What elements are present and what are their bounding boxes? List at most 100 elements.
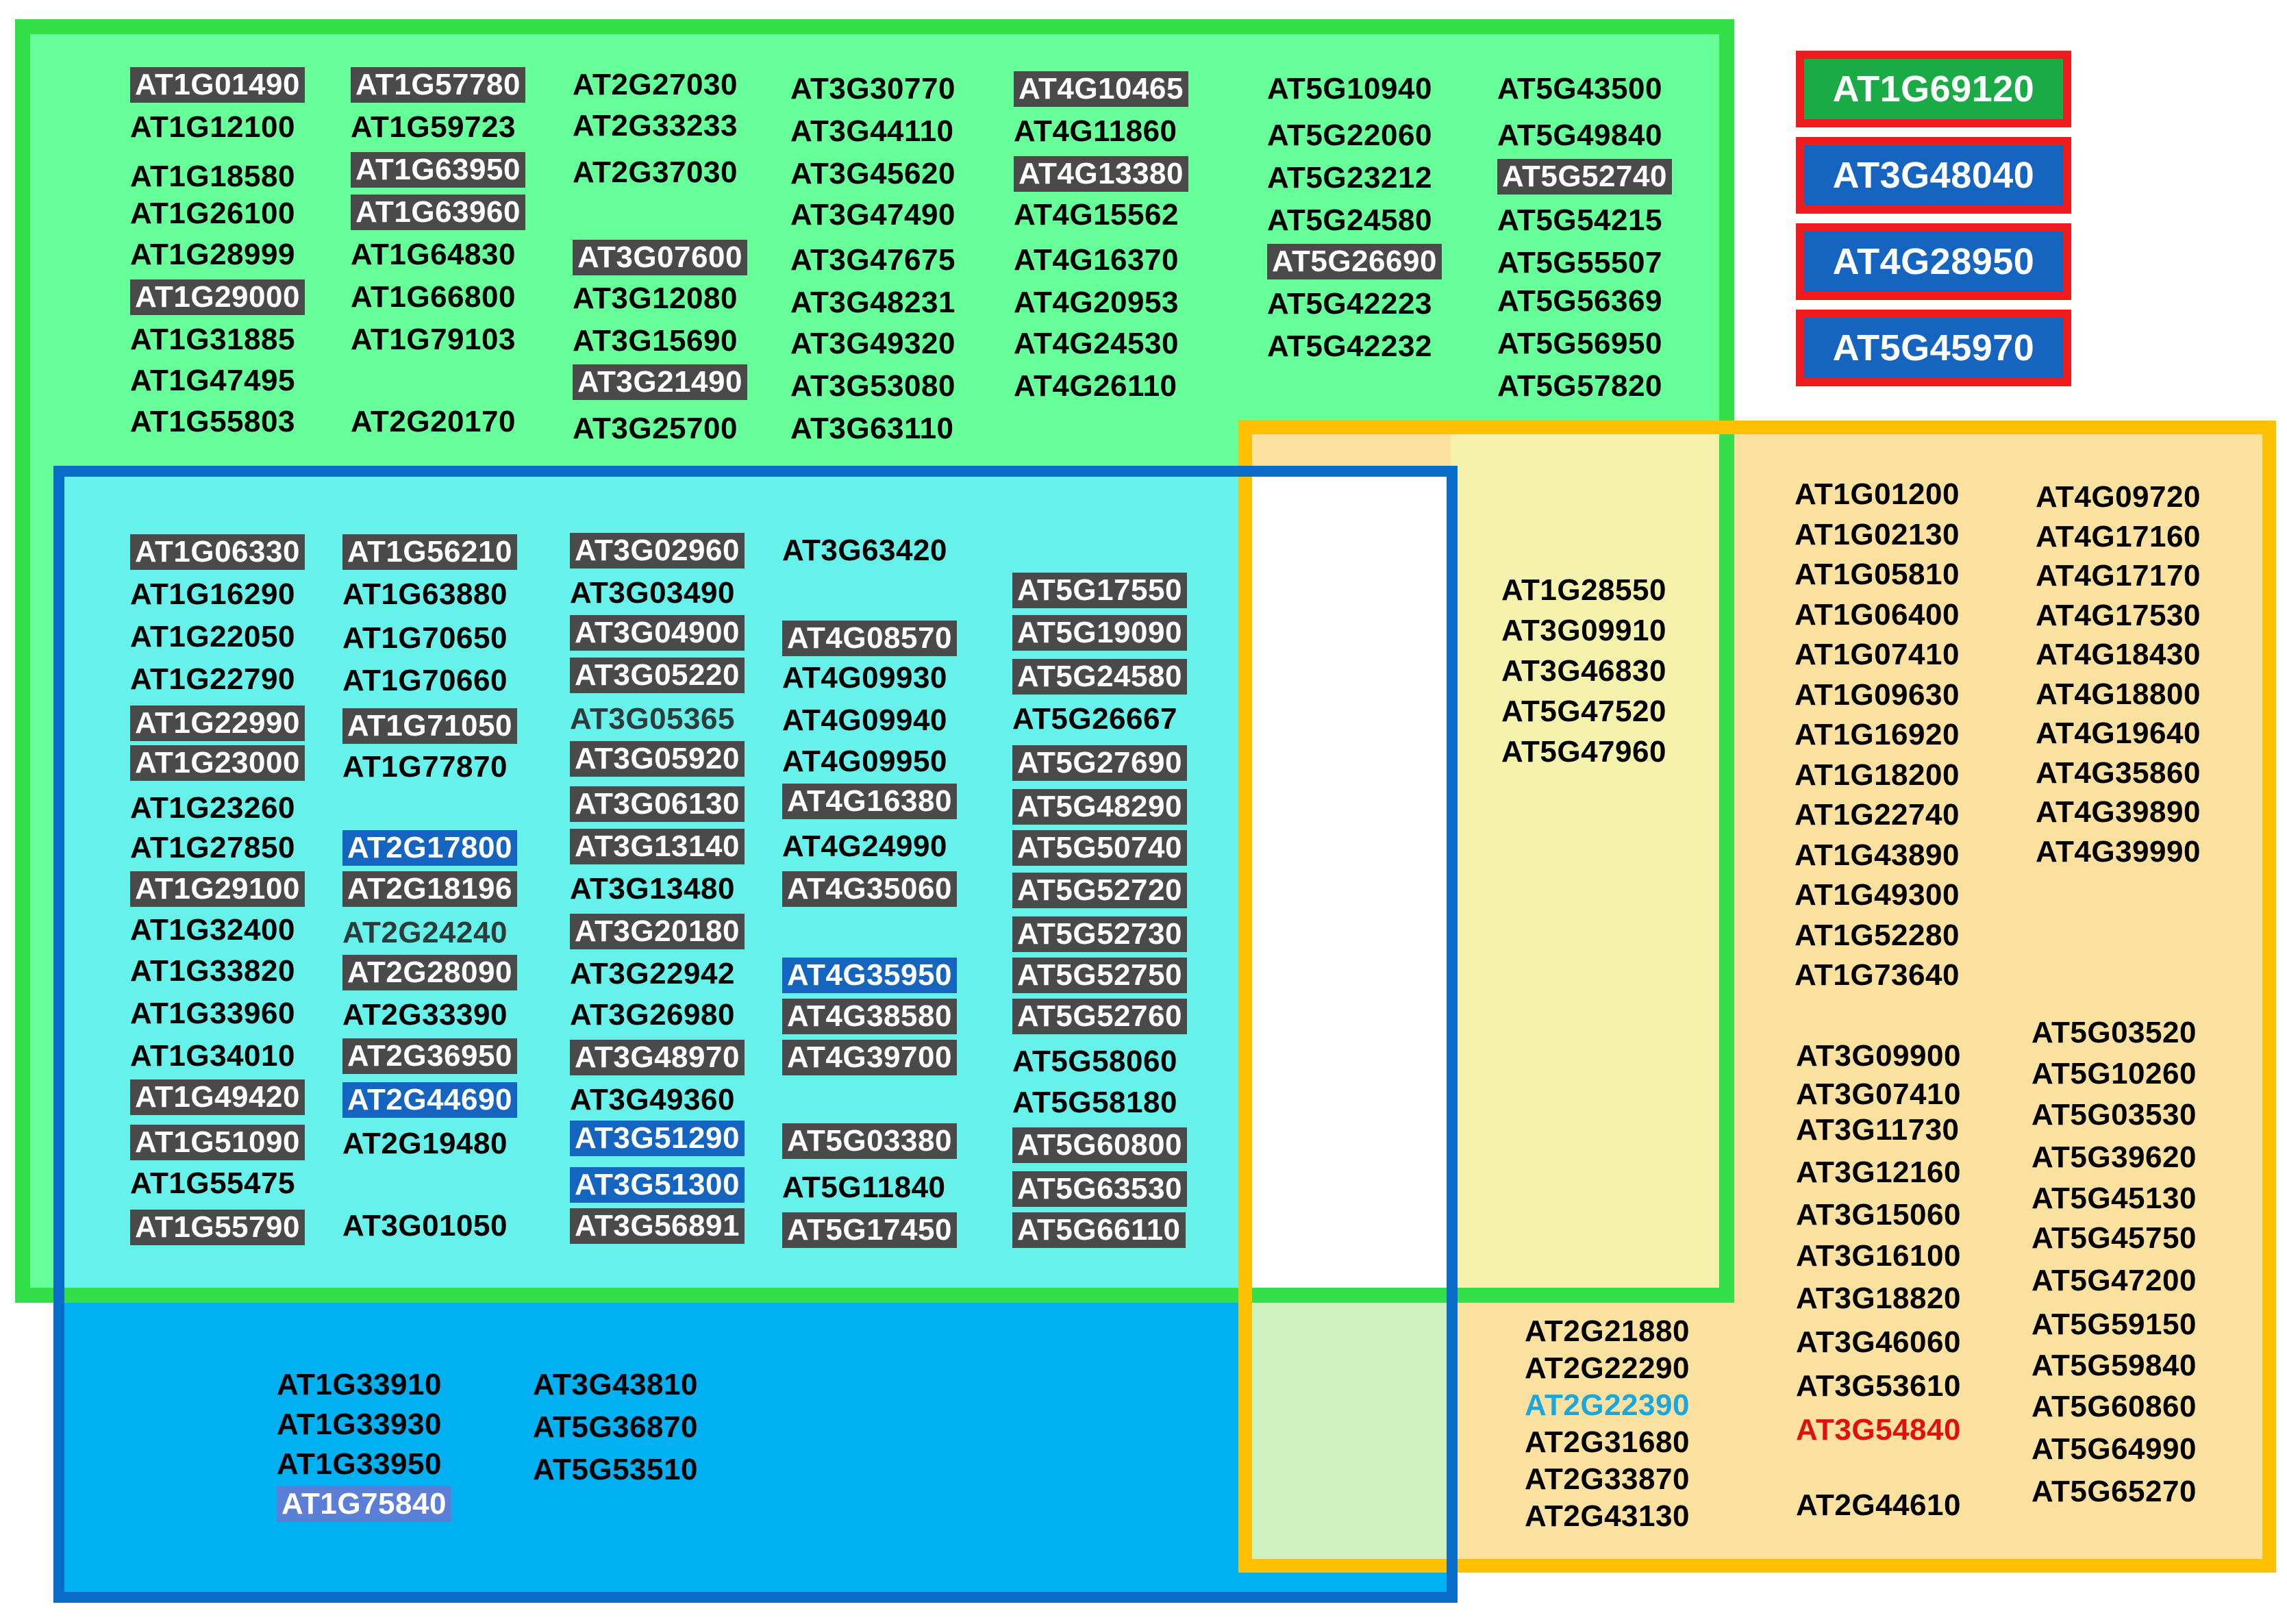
gene-label: AT1G71050 <box>342 708 517 744</box>
gene-label: AT3G02960 <box>570 533 745 569</box>
gene-label: AT1G75840 <box>277 1486 451 1522</box>
gene-label: AT3G06130 <box>570 786 745 822</box>
gene-label: AT2G44690 <box>342 1082 517 1118</box>
legend-item-label: AT4G28950 <box>1804 232 2063 292</box>
gene-label: AT1G01490 <box>130 67 305 103</box>
gene-label: AT5G47520 <box>1501 695 1666 728</box>
gene-label: AT1G06330 <box>130 534 305 570</box>
gene-label: AT2G44610 <box>1796 1488 1961 1522</box>
gene-label: AT3G09900 <box>1796 1039 1961 1073</box>
gene-label: AT3G51290 <box>570 1121 745 1156</box>
gene-label: AT2G22390 <box>1525 1388 1690 1422</box>
gene-label: AT4G19640 <box>2036 716 2201 750</box>
gene-label: AT1G22740 <box>1795 798 1960 832</box>
blue-orange-overlap-fill <box>1241 1295 1451 1569</box>
gene-label: AT1G79103 <box>351 323 516 356</box>
legend-item: AT5G45970 <box>1796 310 2071 386</box>
gene-label: AT2G22290 <box>1525 1351 1690 1385</box>
gene-label: AT2G21880 <box>1525 1314 1690 1348</box>
gene-label: AT1G63950 <box>351 152 525 188</box>
gene-label: AT5G43500 <box>1497 72 1662 105</box>
gene-label: AT4G08570 <box>782 621 957 656</box>
gene-label: AT5G17550 <box>1012 573 1187 608</box>
gene-label: AT1G26100 <box>130 197 295 230</box>
gene-label: AT5G52760 <box>1012 999 1187 1034</box>
gene-label: AT5G66110 <box>1012 1212 1186 1248</box>
gene-label: AT5G54215 <box>1497 203 1662 237</box>
gene-label: AT4G09940 <box>782 703 947 737</box>
gene-label: AT1G27850 <box>130 831 295 864</box>
gene-label: AT2G33233 <box>573 109 738 142</box>
gene-label: AT5G58180 <box>1012 1086 1177 1119</box>
gene-label: AT1G70650 <box>342 621 508 655</box>
gene-label: AT5G36870 <box>533 1410 698 1444</box>
gene-label: AT5G63530 <box>1012 1171 1187 1207</box>
gene-label: AT4G35950 <box>782 958 957 993</box>
gene-label: AT2G17800 <box>342 830 517 866</box>
gene-label: AT3G26980 <box>570 998 735 1032</box>
gene-label: AT1G77870 <box>342 750 508 784</box>
gene-label: AT5G56950 <box>1497 327 1662 360</box>
green-set-border <box>15 19 1734 1303</box>
gene-label: AT5G49840 <box>1497 118 1662 152</box>
gene-label: AT5G59150 <box>2032 1308 2197 1341</box>
gene-label: AT3G30770 <box>790 72 955 105</box>
gene-label: AT4G17170 <box>2036 559 2201 592</box>
green-blue-orange-overlap-fill <box>1241 473 1451 1295</box>
gene-label: AT1G01200 <box>1795 477 1960 511</box>
gene-label: AT5G24580 <box>1012 659 1187 695</box>
gene-label: AT3G47490 <box>790 198 955 232</box>
gene-label: AT5G39620 <box>2032 1140 2197 1174</box>
gene-label: AT5G52730 <box>1012 916 1187 952</box>
gene-label: AT3G05365 <box>570 702 735 736</box>
gene-label: AT2G27030 <box>573 68 738 101</box>
gene-label: AT5G26667 <box>1012 702 1177 736</box>
gene-label: AT1G59723 <box>351 110 516 144</box>
gene-label: AT1G31885 <box>130 323 295 356</box>
gene-label: AT1G57780 <box>351 67 525 103</box>
gene-label: AT3G53610 <box>1796 1369 1961 1403</box>
gene-label: AT1G16290 <box>130 577 295 611</box>
gene-label: AT1G16920 <box>1795 718 1960 751</box>
gene-label: AT3G22942 <box>570 957 735 990</box>
gene-label: AT5G45130 <box>2032 1182 2197 1215</box>
blue-set-border <box>53 466 1458 1603</box>
gene-label: AT4G39700 <box>782 1040 957 1075</box>
gene-label: AT5G52750 <box>1012 958 1187 993</box>
gene-label: AT1G66800 <box>351 280 516 314</box>
gene-label: AT4G39990 <box>2036 834 2201 869</box>
gene-label: AT3G47675 <box>790 243 955 277</box>
gene-label: AT1G55475 <box>130 1166 295 1200</box>
gene-label: AT5G03530 <box>2032 1098 2197 1132</box>
gene-label: AT4G16380 <box>782 784 957 819</box>
gene-label: AT1G28999 <box>130 238 295 271</box>
gene-label: AT5G22060 <box>1267 118 1432 152</box>
gene-label: AT5G60860 <box>2032 1390 2197 1423</box>
gene-label: AT5G59840 <box>2032 1349 2197 1382</box>
gene-label: AT1G64830 <box>351 238 516 271</box>
gene-label: AT3G63110 <box>790 412 954 445</box>
gene-label: AT3G46060 <box>1796 1325 1961 1359</box>
gene-label: AT2G37030 <box>573 155 738 189</box>
gene-label: AT5G42232 <box>1267 329 1432 363</box>
gene-label: AT1G49300 <box>1795 878 1960 912</box>
gene-label: AT5G26690 <box>1267 244 1442 279</box>
gene-label: AT1G51090 <box>130 1125 305 1160</box>
gene-label: AT1G09630 <box>1795 677 1960 712</box>
gene-label: AT1G56210 <box>342 534 517 570</box>
gene-label: AT4G39890 <box>2036 795 2201 829</box>
gene-label: AT3G16100 <box>1796 1239 1961 1273</box>
gene-label: AT3G01050 <box>342 1209 508 1242</box>
gene-label: AT1G33820 <box>130 954 295 988</box>
gene-label: AT1G06400 <box>1795 597 1960 632</box>
gene-label: AT5G10260 <box>2032 1057 2197 1090</box>
gene-label: AT3G43810 <box>533 1368 698 1401</box>
gene-label: AT2G31680 <box>1525 1425 1690 1459</box>
gene-label: AT5G19090 <box>1012 615 1187 651</box>
gene-label: AT5G42223 <box>1267 287 1432 321</box>
gene-label: AT1G33910 <box>277 1368 442 1401</box>
gene-label: AT4G09930 <box>782 661 947 695</box>
gene-label: AT5G58060 <box>1012 1045 1177 1078</box>
gene-label: AT5G27690 <box>1012 745 1187 781</box>
